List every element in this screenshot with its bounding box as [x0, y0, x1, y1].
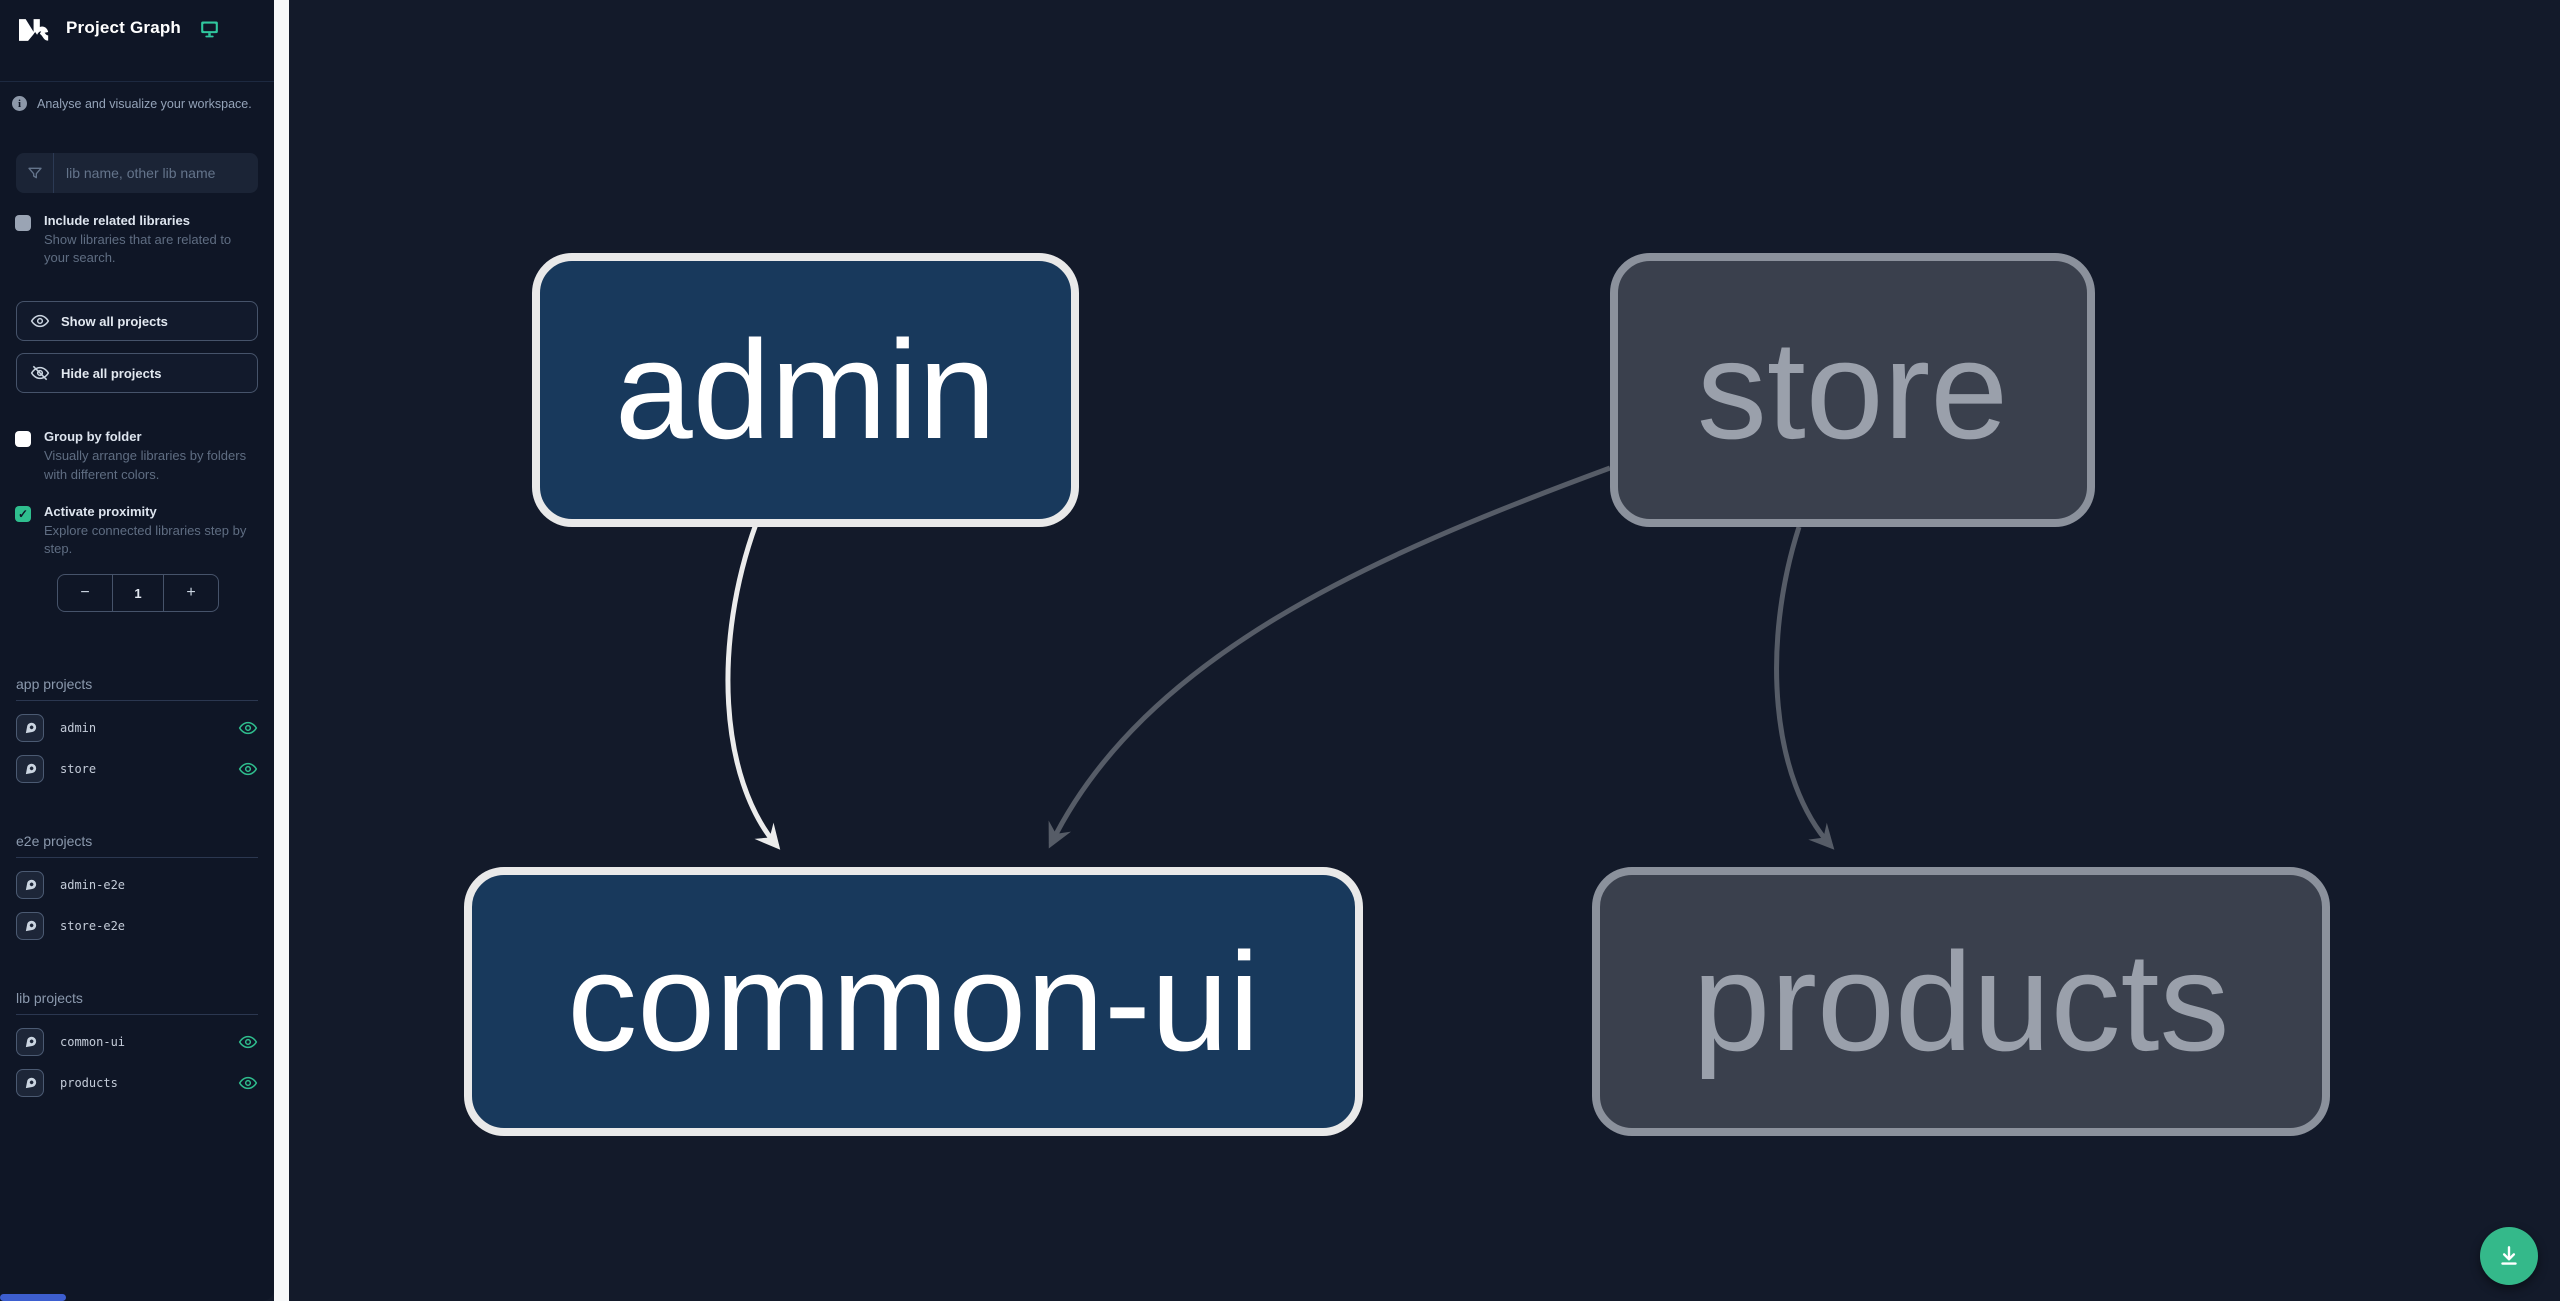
sidebar: Project Graph i Analyse and visualize yo…: [0, 0, 274, 1301]
graph-node-admin[interactable]: admin: [532, 253, 1079, 527]
graph-edges: [725, 465, 1835, 850]
group-by-folder-checkbox[interactable]: [15, 431, 31, 448]
project-row-admin: admin: [16, 714, 258, 743]
project-row-admin-e2e: admin-e2e: [16, 871, 258, 900]
page-title: Project Graph: [66, 18, 182, 37]
project-row-products: products: [16, 1069, 258, 1098]
project-name[interactable]: store-e2e: [60, 919, 126, 934]
show-all-projects-button[interactable]: Show all projects: [16, 301, 258, 342]
activate-proximity-checkbox-row[interactable]: ✓ Activate proximity Explore connected l…: [15, 504, 259, 558]
include-related-checkbox[interactable]: [15, 215, 31, 231]
sidebar-resize-strip[interactable]: [274, 0, 289, 1301]
project-visible-eye-icon[interactable]: [238, 718, 258, 738]
graph-node-common-ui[interactable]: common-ui: [464, 867, 1363, 1136]
project-name[interactable]: products: [60, 1076, 118, 1091]
project-name[interactable]: common-ui: [60, 1035, 126, 1050]
project-row-common-ui: common-ui: [16, 1028, 258, 1057]
monitor-icon[interactable]: [199, 19, 220, 44]
proximity-depth-value: 1: [112, 575, 164, 612]
proximity-increment-button[interactable]: +: [164, 575, 218, 611]
eye-icon: [30, 311, 50, 331]
activate-proximity-checkbox[interactable]: ✓: [15, 505, 31, 522]
proximity-decrement-button[interactable]: −: [58, 575, 112, 611]
focus-project-button[interactable]: [16, 755, 44, 784]
activate-proximity-description: Explore connected libraries step by step…: [44, 522, 247, 556]
project-name[interactable]: store: [60, 762, 97, 777]
project-visible-eye-icon[interactable]: [238, 1032, 258, 1052]
hide-all-projects-button[interactable]: Hide all projects: [16, 353, 258, 394]
edge-store-to-common-ui[interactable]: [1048, 465, 1611, 849]
section-title-app-projects: app projects: [16, 676, 258, 702]
group-by-folder-label: Group by folder: [44, 429, 142, 445]
focus-project-button[interactable]: [16, 871, 44, 900]
graph-node-store[interactable]: store: [1610, 253, 2095, 527]
project-row-store: store: [16, 755, 258, 784]
graph-node-products[interactable]: products: [1592, 867, 2330, 1136]
focus-project-button[interactable]: [16, 1069, 44, 1098]
include-related-checkbox-row[interactable]: Include related libraries Show libraries…: [15, 213, 259, 267]
funnel-icon: [16, 153, 54, 193]
project-filter: [16, 153, 258, 193]
include-related-description: Show libraries that are related to your …: [44, 232, 232, 266]
workspace-tagline: Analyse and visualize your workspace.: [37, 96, 252, 111]
focus-project-button[interactable]: [16, 912, 44, 941]
graph-canvas[interactable]: admin store common-ui products: [289, 0, 2560, 1301]
project-name[interactable]: admin: [60, 721, 97, 736]
check-icon: ✓: [17, 506, 29, 521]
section-title-lib-projects: lib projects: [16, 990, 258, 1016]
workspace-tagline-row: i Analyse and visualize your workspace.: [12, 96, 262, 111]
activate-proximity-label: Activate proximity: [44, 503, 157, 519]
project-row-store-e2e: store-e2e: [16, 912, 258, 941]
nx-logo: [14, 10, 54, 55]
section-title-e2e-projects: e2e projects: [16, 833, 258, 859]
hide-all-projects-label: Hide all projects: [61, 365, 162, 381]
eye-off-icon: [30, 363, 50, 383]
project-visible-eye-icon[interactable]: [238, 1073, 258, 1093]
project-name[interactable]: admin-e2e: [60, 878, 126, 893]
edge-store-to-products[interactable]: [1774, 526, 1835, 850]
group-by-folder-description: Visually arrange libraries by folders wi…: [44, 448, 247, 482]
project-visible-eye-icon[interactable]: [238, 759, 258, 779]
download-icon: [2496, 1243, 2522, 1269]
focus-project-button[interactable]: [16, 1028, 44, 1057]
include-related-label: Include related libraries: [44, 213, 190, 228]
horizontal-scrollbar-thumb[interactable]: [0, 1294, 66, 1301]
show-all-projects-label: Show all projects: [61, 313, 168, 329]
focus-project-button[interactable]: [16, 714, 44, 743]
edge-admin-to-common-ui[interactable]: [725, 523, 781, 850]
sidebar-header: Project Graph: [0, 0, 274, 82]
search-input[interactable]: [54, 153, 258, 193]
download-graph-button[interactable]: [2480, 1227, 2538, 1285]
info-icon: i: [12, 96, 27, 111]
group-by-folder-checkbox-row[interactable]: Group by folder Visually arrange librari…: [15, 429, 259, 483]
proximity-depth-stepper: − 1 +: [57, 574, 219, 613]
